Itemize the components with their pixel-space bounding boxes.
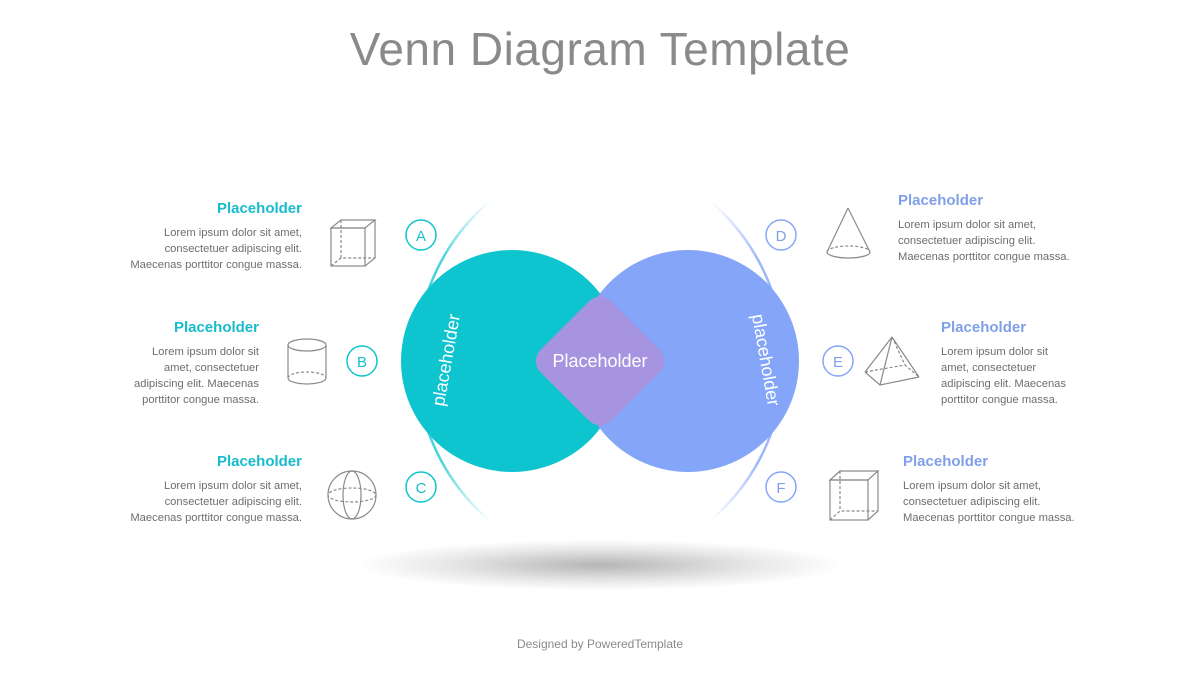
item-d-heading: Placeholder bbox=[898, 192, 984, 209]
item-e-line: adipiscing elit. Maecenas bbox=[941, 378, 1066, 390]
svg-text:D: D bbox=[776, 228, 787, 245]
item-d-text: Placeholder Lorem ipsum dolor sit amet, … bbox=[898, 192, 1098, 265]
item-c-line: consectetuer adipiscing elit. bbox=[164, 496, 302, 508]
item-c-line: Maecenas porttitor congue massa. bbox=[130, 512, 302, 524]
item-f-line: consectetuer adipiscing elit. bbox=[903, 496, 1041, 508]
marker-f: F bbox=[765, 471, 797, 503]
pyramid-icon bbox=[864, 336, 920, 386]
item-f-body: Lorem ipsum dolor sit amet, consectetuer… bbox=[903, 478, 1103, 526]
cone-icon bbox=[826, 207, 871, 259]
item-b-body: Lorem ipsum dolor sit amet, consectetuer… bbox=[59, 344, 259, 408]
marker-b: B bbox=[346, 345, 378, 377]
item-b-heading: Placeholder bbox=[173, 319, 259, 336]
item-e-text: Placeholder Lorem ipsum dolor sit amet, … bbox=[941, 319, 1141, 408]
footer-credit: Designed by PoweredTemplate bbox=[516, 637, 684, 651]
svg-text:B: B bbox=[357, 354, 367, 371]
item-e-body: Lorem ipsum dolor sit amet, consectetuer… bbox=[941, 344, 1141, 408]
item-c-body: Lorem ipsum dolor sit amet, consectetuer… bbox=[102, 478, 302, 526]
svg-text:C: C bbox=[416, 480, 427, 497]
item-e-line: amet, consectetuer bbox=[941, 362, 1037, 374]
diagram-shadow bbox=[360, 540, 840, 590]
item-c-heading: Placeholder bbox=[216, 453, 302, 470]
item-a-text: Placeholder Lorem ipsum dolor sit amet, … bbox=[102, 200, 302, 273]
marker-c: C bbox=[405, 471, 437, 503]
center-diamond bbox=[535, 296, 665, 426]
item-b-line: porttitor congue massa. bbox=[142, 394, 259, 406]
box-icon bbox=[828, 470, 880, 521]
item-a-heading: Placeholder bbox=[216, 200, 302, 217]
item-b-line: amet, consectetuer bbox=[163, 362, 259, 374]
venn-left-circle bbox=[401, 250, 623, 472]
cube-icon bbox=[329, 219, 377, 267]
marker-e: E bbox=[822, 345, 854, 377]
item-e-line: Lorem ipsum dolor sit bbox=[941, 346, 1048, 358]
svg-text:F: F bbox=[776, 480, 785, 497]
item-c-text: Placeholder Lorem ipsum dolor sit amet, … bbox=[102, 453, 302, 526]
item-f-line: Maecenas porttitor congue massa. bbox=[903, 512, 1075, 524]
item-a-body: Lorem ipsum dolor sit amet, consectetuer… bbox=[102, 225, 302, 273]
item-b-line: adipiscing elit. Maecenas bbox=[134, 378, 259, 390]
cylinder-icon bbox=[287, 338, 327, 385]
item-d-body: Lorem ipsum dolor sit amet, consectetuer… bbox=[898, 217, 1098, 265]
item-d-line: Lorem ipsum dolor sit amet, bbox=[898, 219, 1037, 231]
center-label: Placeholder bbox=[552, 351, 647, 371]
item-e-heading: Placeholder bbox=[941, 319, 1027, 336]
marker-a: A bbox=[405, 219, 437, 251]
item-b-text: Placeholder Lorem ipsum dolor sit amet, … bbox=[59, 319, 259, 408]
slide-title: Venn Diagram Template bbox=[349, 23, 851, 75]
item-f-text: Placeholder Lorem ipsum dolor sit amet, … bbox=[903, 453, 1103, 526]
item-c-line: Lorem ipsum dolor sit amet, bbox=[163, 480, 302, 492]
venn-right-circle bbox=[577, 250, 799, 472]
svg-text:E: E bbox=[833, 354, 843, 371]
sphere-icon bbox=[327, 470, 377, 520]
item-a-line: consectetuer adipiscing elit. bbox=[164, 243, 302, 255]
marker-d: D bbox=[765, 219, 797, 251]
item-d-line: consectetuer adipiscing elit. bbox=[898, 235, 1036, 247]
item-f-heading: Placeholder bbox=[903, 453, 989, 470]
item-e-line: porttitor congue massa. bbox=[941, 394, 1058, 406]
item-f-line: Lorem ipsum dolor sit amet, bbox=[903, 480, 1042, 492]
item-d-line: Maecenas porttitor congue massa. bbox=[898, 251, 1070, 263]
item-b-line: Lorem ipsum dolor sit bbox=[152, 346, 259, 358]
item-a-line: Maecenas porttitor congue massa. bbox=[130, 259, 302, 271]
item-a-line: Lorem ipsum dolor sit amet, bbox=[163, 227, 302, 239]
svg-text:A: A bbox=[416, 228, 426, 245]
